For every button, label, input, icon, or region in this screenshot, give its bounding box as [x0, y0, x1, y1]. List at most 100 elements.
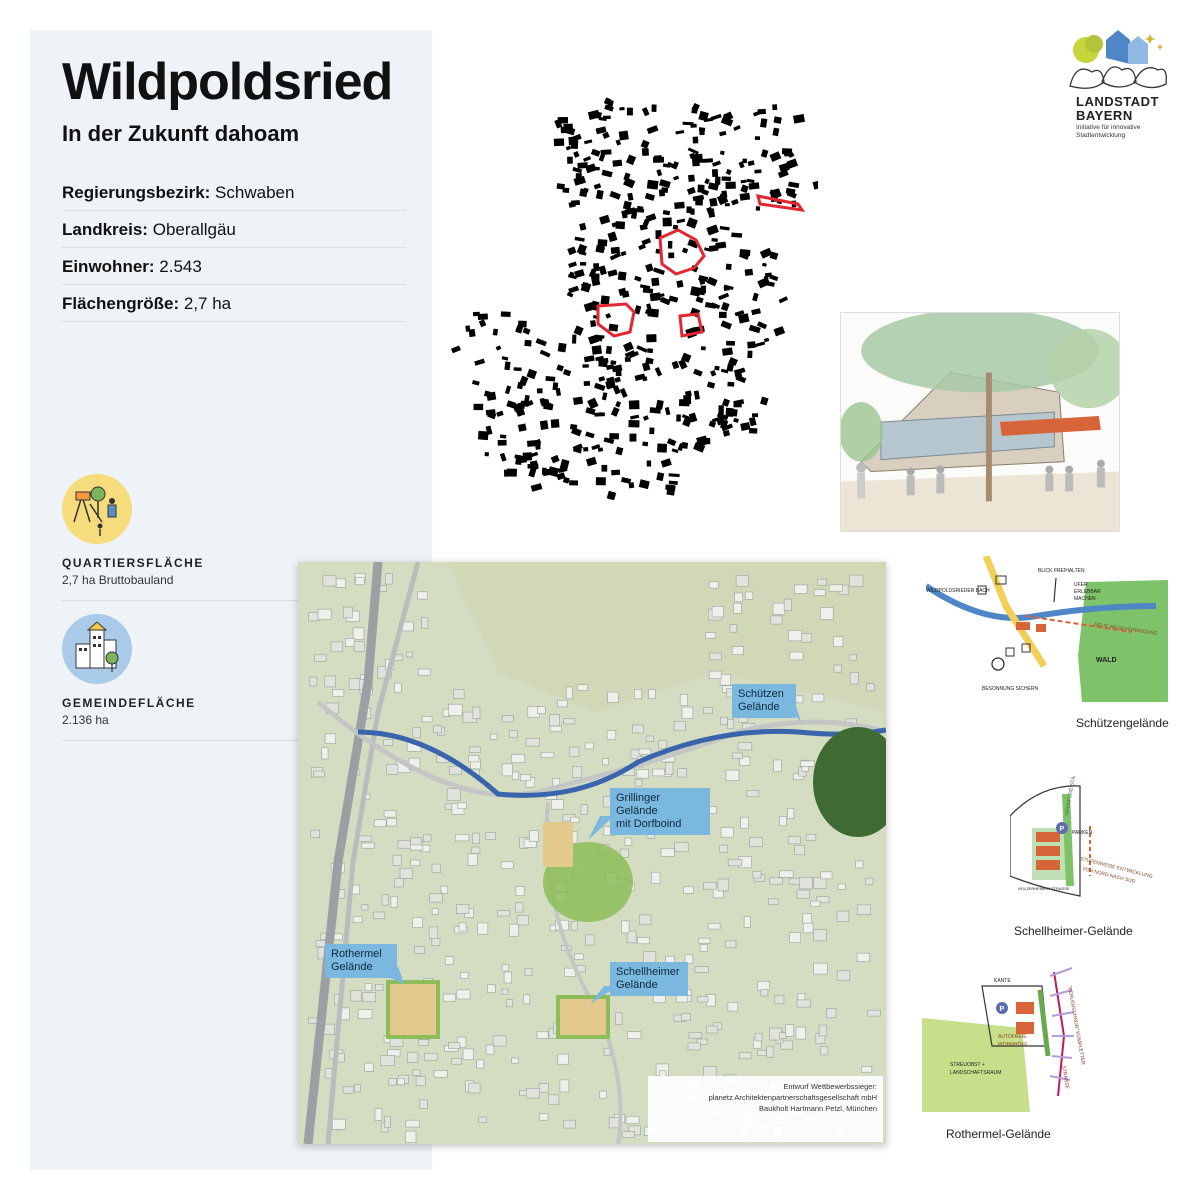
figure-ground-map [451, 97, 818, 500]
building-footprint [651, 104, 657, 112]
aerial-building [752, 871, 762, 879]
building-footprint [683, 395, 692, 404]
aerial-building [813, 589, 826, 596]
aerial-building [505, 999, 513, 1007]
building-footprint [647, 308, 659, 318]
building-footprint [676, 414, 681, 422]
building-footprint [550, 454, 560, 464]
building-footprint [477, 313, 488, 320]
building-footprint [517, 423, 527, 432]
building-footprint [492, 328, 499, 336]
aerial-building [794, 845, 805, 856]
building-footprint [721, 176, 732, 182]
label-grillinger-gelaende: Grillinger Gelände mit Dorfboind [610, 788, 710, 835]
building-footprint [751, 308, 761, 316]
building-footprint [752, 292, 759, 302]
building-footprint [646, 334, 657, 343]
building-footprint [672, 224, 679, 230]
building-footprint [690, 208, 695, 215]
aerial-building [515, 902, 524, 913]
building-footprint [720, 320, 733, 330]
aerial-building [619, 848, 629, 858]
building-footprint [615, 446, 624, 456]
building-footprint [714, 365, 720, 371]
building-footprint [660, 458, 672, 468]
aerial-building [727, 1001, 739, 1012]
logo-line-1: LANDSTADT [1076, 94, 1159, 109]
aerial-building [677, 768, 687, 778]
aerial-building [412, 1069, 421, 1076]
aerial-building [744, 591, 754, 600]
aerial-building [774, 994, 785, 1004]
building-footprint [668, 473, 680, 478]
building-footprint [628, 400, 640, 410]
stat-label-quartiersflaeche: QUARTIERSFLÄCHE [62, 556, 204, 570]
aerial-building [559, 1079, 570, 1093]
aerial-building [322, 575, 337, 587]
building-footprint [754, 169, 762, 174]
building-footprint [676, 280, 684, 288]
aerial-building [820, 1046, 829, 1056]
building-footprint [513, 367, 522, 372]
building-footprint [641, 148, 649, 156]
aerial-building [523, 994, 531, 1005]
building-footprint [733, 417, 739, 423]
aerial-building [607, 691, 619, 703]
building-footprint [747, 350, 753, 359]
building-footprint [615, 221, 626, 230]
logo-tagline: Initiative für innovative Stadtentwicklu… [1076, 124, 1140, 140]
aerial-building [725, 940, 737, 948]
sketch-text: MACHEN [1074, 596, 1096, 602]
building-footprint [812, 180, 818, 190]
building-footprint [696, 435, 709, 447]
aerial-building [719, 844, 728, 853]
gemeindeflaeche-badge [62, 614, 132, 684]
building-footprint [744, 268, 754, 276]
building-footprint [773, 116, 782, 124]
building-footprint [636, 205, 644, 213]
aerial-building [511, 754, 526, 763]
aerial-building [477, 922, 489, 935]
aerial-building [406, 651, 413, 658]
aerial-building [795, 1026, 806, 1040]
building-footprint [733, 401, 742, 408]
aerial-building [309, 676, 318, 687]
aerial-site-plan [298, 562, 886, 1144]
aerial-building [342, 1086, 354, 1094]
aerial-building [515, 886, 525, 896]
building-footprint [516, 402, 525, 413]
aerial-building [344, 638, 356, 647]
building-footprint [722, 429, 731, 437]
aerial-building [570, 816, 580, 823]
building-footprint [536, 388, 543, 394]
building-footprint [572, 443, 583, 452]
aerial-building [664, 762, 674, 775]
building-footprint [692, 194, 705, 202]
building-footprint [610, 406, 620, 417]
aerial-building [737, 742, 753, 751]
building-footprint [721, 398, 731, 407]
sketch-schellheimer-gelaende: P GRÜNFUGE STÄRKEN PARKEN STUFENWEISE EN… [1010, 776, 1153, 897]
building-footprint [599, 246, 606, 252]
building-footprint [618, 130, 629, 141]
building-footprint [622, 200, 632, 211]
aerial-building [431, 937, 441, 946]
building-footprint [573, 175, 586, 186]
aerial-building [335, 578, 347, 588]
aerial-building [410, 859, 421, 867]
building-footprint [621, 290, 630, 298]
aerial-building [711, 606, 724, 618]
aerial-buildings [308, 573, 881, 1143]
building-footprint [718, 197, 725, 203]
logo-line-4: Stadtentwicklung [1076, 132, 1126, 139]
sketch-rothermel-gelaende: P KANTE "PERLENSCHNUR" KOMPLETTER STRASS… [922, 967, 1086, 1112]
building-footprint [615, 369, 622, 377]
building-footprint [566, 291, 574, 298]
building-footprint [667, 240, 673, 249]
building-footprint [471, 380, 480, 386]
building-footprint [773, 326, 786, 337]
aerial-building [353, 1084, 361, 1093]
building-footprint [518, 320, 527, 328]
aerial-building [394, 878, 404, 888]
aerial-building [785, 1024, 795, 1037]
